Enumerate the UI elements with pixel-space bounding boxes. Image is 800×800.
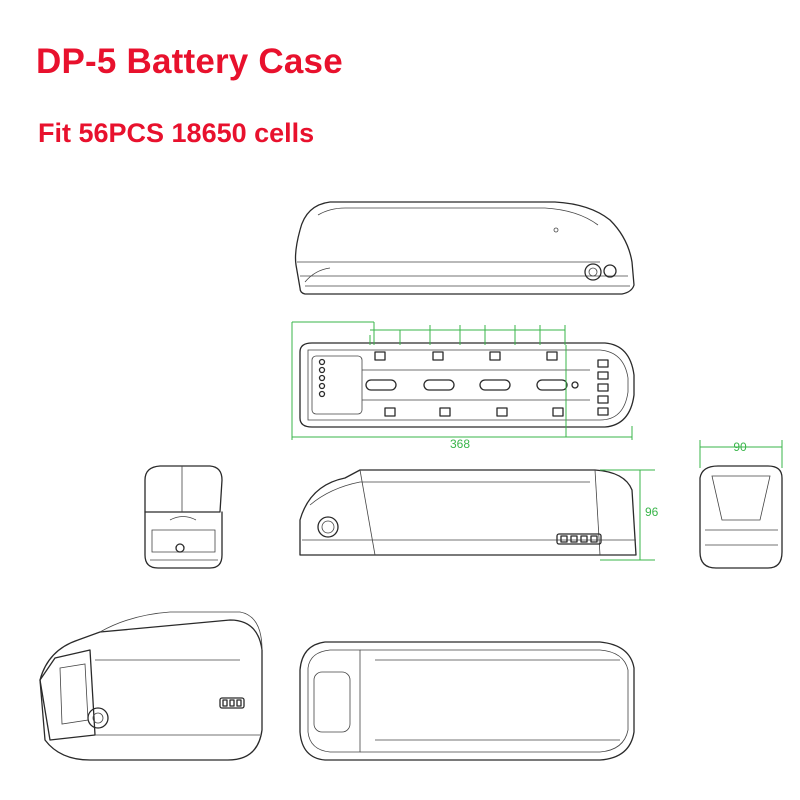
- length-dimension-label: 368: [450, 437, 470, 451]
- bottom-view: [299, 641, 635, 761]
- top-side-view: [294, 201, 635, 295]
- width-dimension-label: 90: [733, 440, 747, 454]
- plan-view: 368: [291, 321, 635, 451]
- height-dimension-label: 96: [645, 505, 659, 519]
- page-title: DP-5 Battery Case: [36, 42, 343, 81]
- page-subtitle: Fit 56PCS 18650 cells: [38, 118, 315, 148]
- left-end-view: [144, 465, 223, 569]
- isometric-view: [39, 611, 263, 761]
- right-end-view: 90: [699, 440, 783, 569]
- side-elevation-view: 96: [299, 469, 659, 561]
